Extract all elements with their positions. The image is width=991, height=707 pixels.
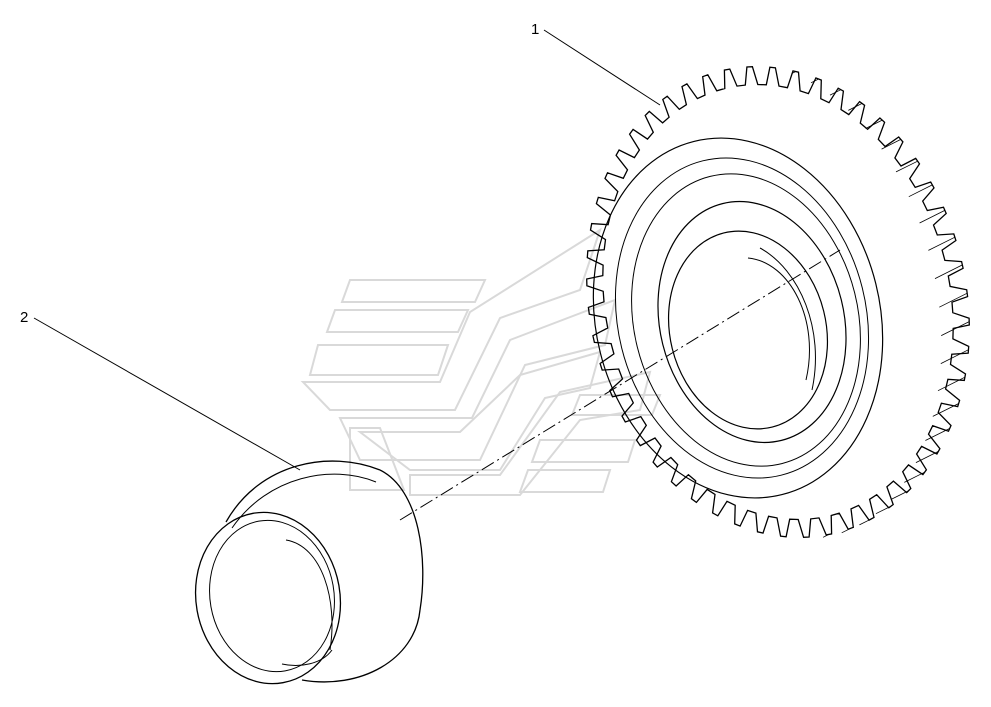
gear-tooth-flank-line: [829, 89, 841, 96]
gear-tooth-flank-line: [932, 403, 959, 417]
gear-tooth-flank-line: [895, 160, 918, 173]
gear-tooth-flank-line: [908, 184, 933, 198]
bushing-inner-bore-edge: [285, 539, 333, 651]
bushing-front-rim-outer: [194, 511, 342, 685]
gear-tooth-flank-line: [791, 71, 796, 75]
bushing-top-chamfer: [231, 473, 377, 529]
gear-tooth-flanks: [791, 71, 970, 538]
bushing-back-rim: [379, 469, 424, 611]
gear-bore-inner-edge: [747, 257, 810, 381]
gear-face-outer-ring: [592, 137, 884, 499]
gear-tooth-flank-line: [848, 103, 863, 111]
gear-tooth-flank-line: [875, 505, 892, 515]
gear-bore-edge: [667, 230, 829, 430]
gear-tooth-flank-line: [928, 236, 956, 251]
bushing-inner-bore-bottom: [281, 649, 333, 666]
gear-part-1: [586, 66, 970, 538]
gear-tooth-flank-line: [822, 534, 830, 538]
gear-tooth-flank-line: [904, 471, 925, 483]
gear-tooth-flank-line: [941, 321, 970, 336]
callout-1-leader-line: [543, 29, 661, 106]
gear-teeth-outline: [586, 66, 970, 538]
center-axis-line: [399, 249, 841, 521]
gear-tooth-flank-line: [937, 376, 966, 392]
gear-tooth-flank-line: [841, 527, 851, 534]
gear-tooth-flank-line: [881, 139, 901, 150]
gear-tooth-flank-line: [865, 119, 883, 129]
gear-face-ring-3: [631, 173, 861, 467]
bushing-front-rim-inner: [209, 519, 335, 673]
callout-1: 1: [531, 21, 661, 106]
gear-tooth-flank-line: [810, 78, 819, 84]
callout-2: 2: [20, 309, 301, 471]
gear-tooth-flank-line: [939, 292, 968, 308]
bushing-bottom-edge: [301, 609, 421, 683]
gear-hub-outer: [657, 200, 847, 444]
gear-face-ring-2: [614, 157, 870, 479]
gear-tooth-flank-line: [925, 428, 950, 441]
callout-1-label: 1: [531, 21, 539, 38]
gear-tooth-flank-line: [859, 518, 872, 526]
watermark-logo: [300, 227, 662, 496]
gear-tooth-flank-line: [934, 264, 963, 279]
callout-2-label: 2: [20, 309, 28, 326]
callout-2-leader-line: [33, 317, 301, 471]
gear-tooth-flank-line: [890, 490, 909, 500]
bushing-top-edge: [225, 460, 381, 523]
gear-bore-depth-line: [759, 247, 816, 391]
gear-tooth-flank-line: [940, 349, 969, 364]
gear-tooth-flank-line: [919, 210, 945, 224]
gear-tooth-flank-line: [915, 451, 939, 463]
bushing-part-2: [194, 460, 424, 685]
